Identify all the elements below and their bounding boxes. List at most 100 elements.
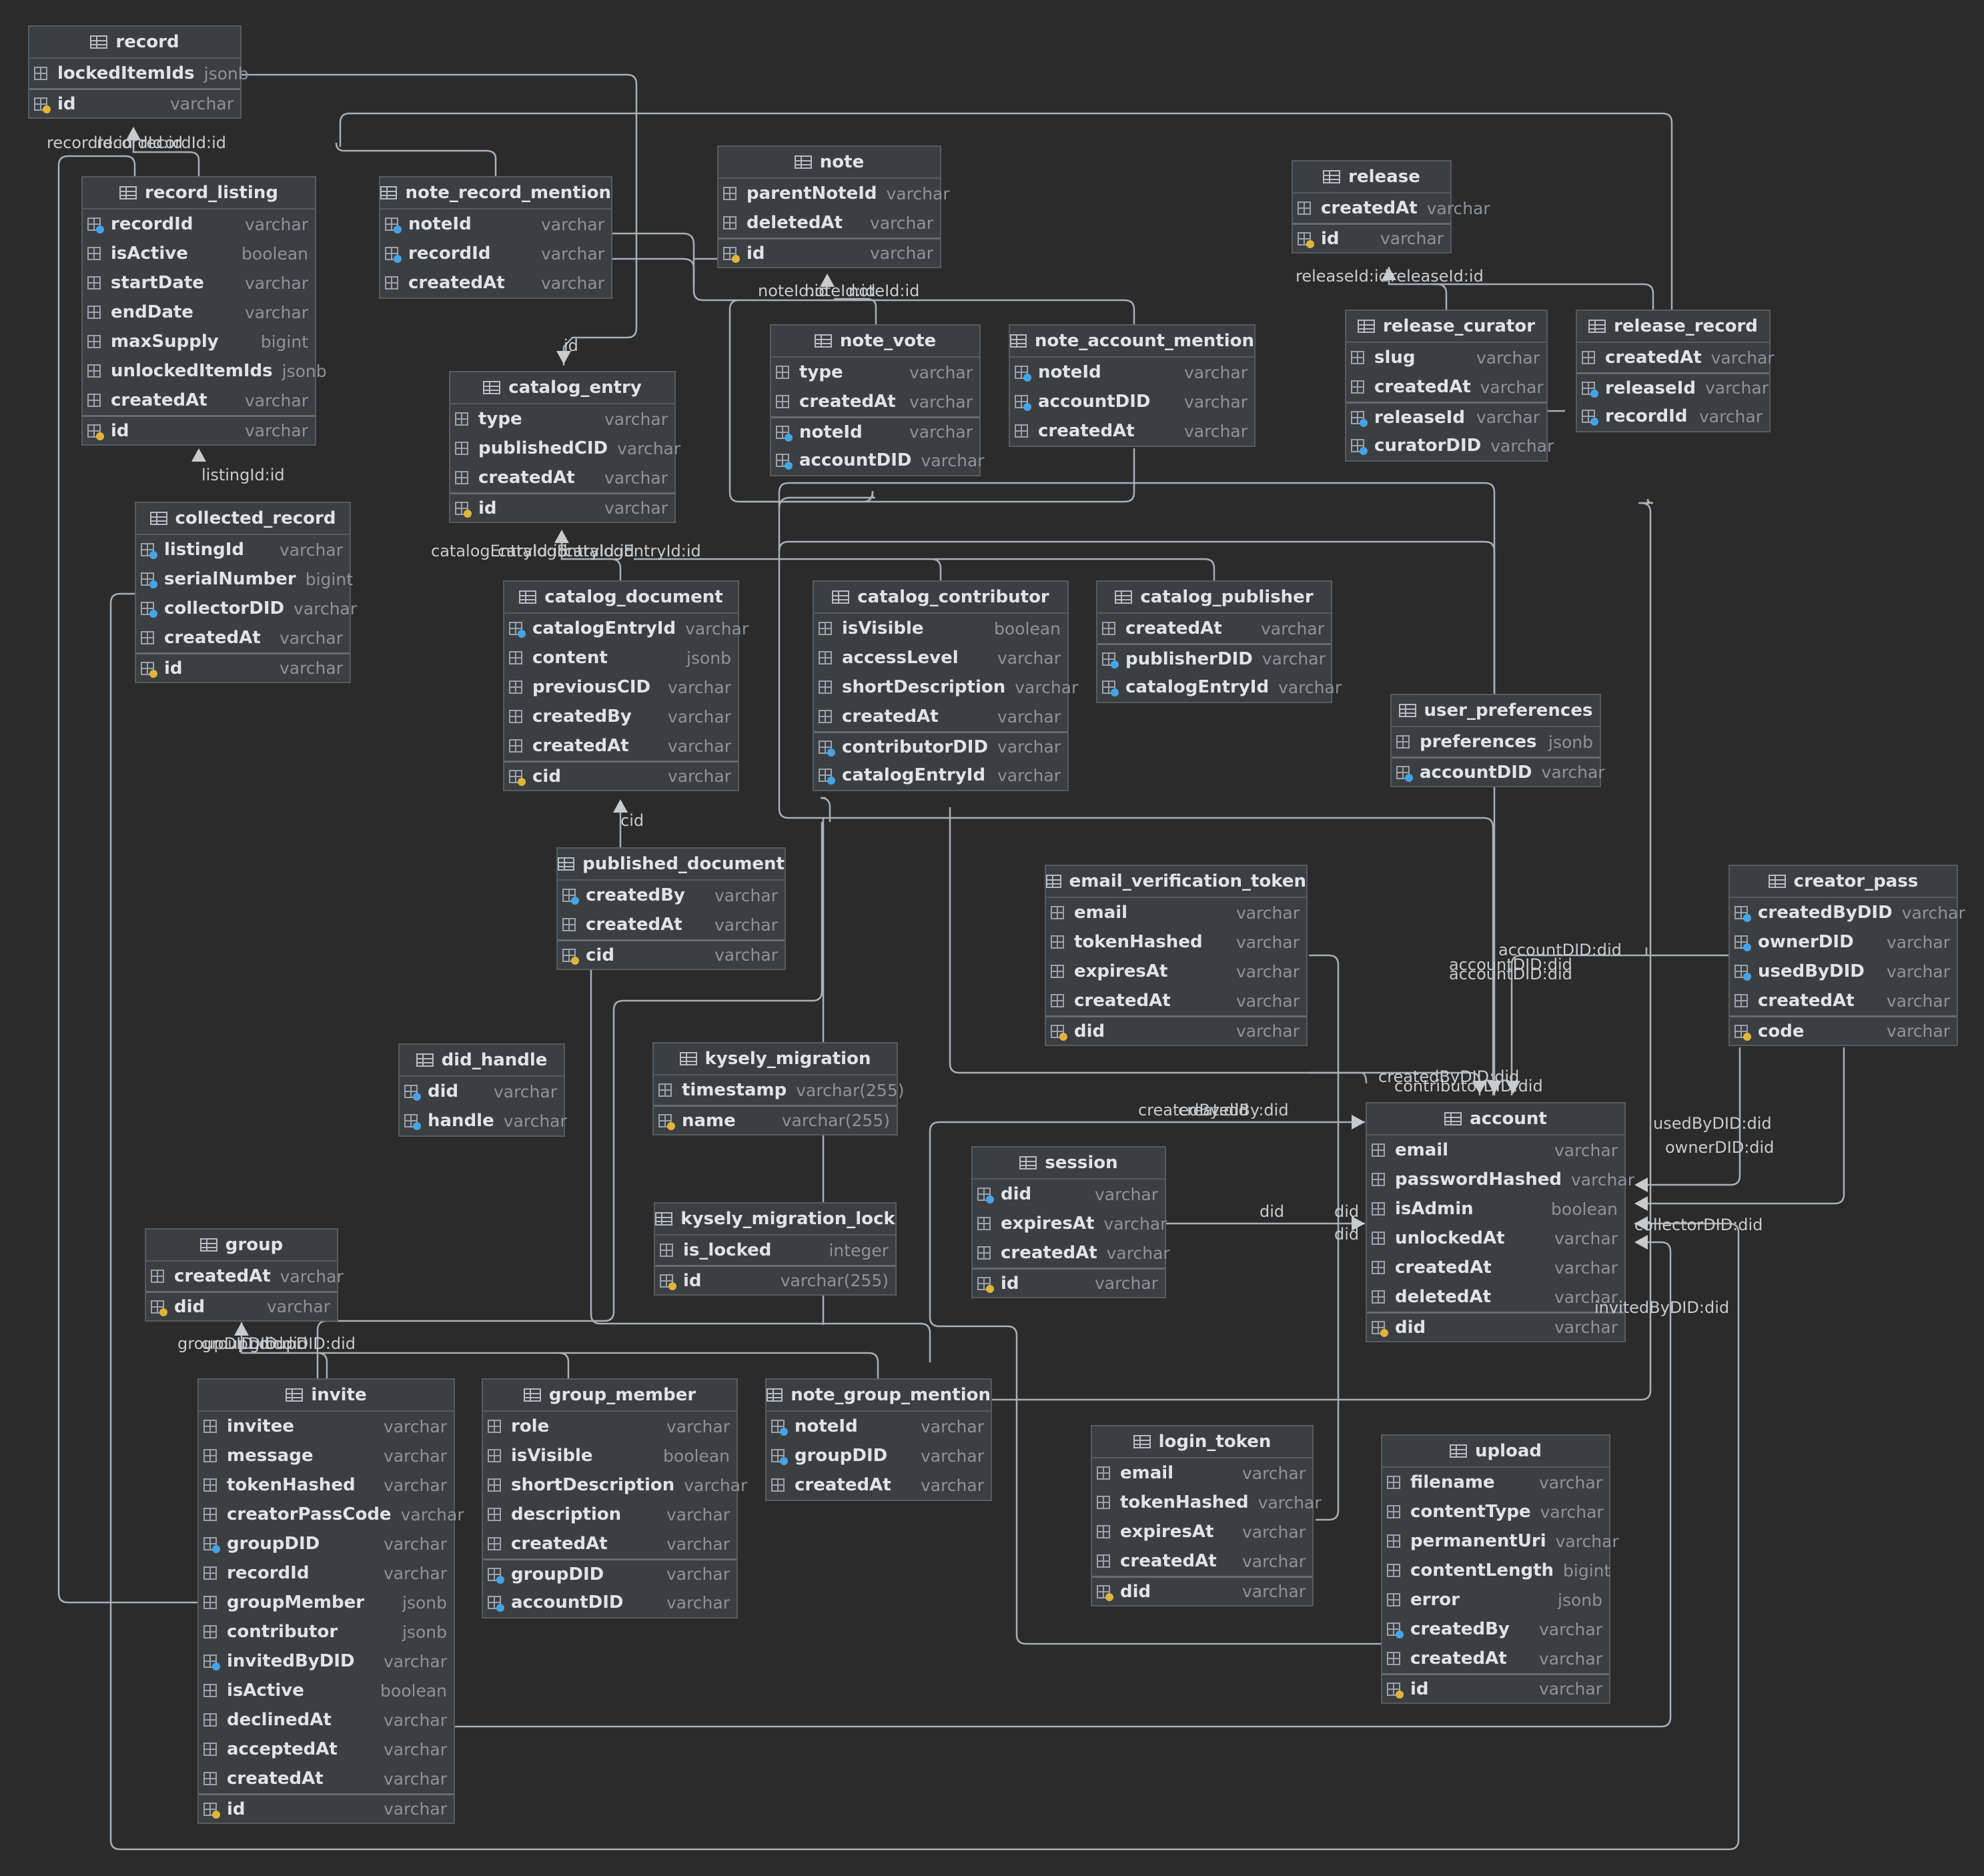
table-header[interactable]: account <box>1367 1103 1624 1135</box>
table-header[interactable]: catalog_document <box>504 582 738 614</box>
table-header[interactable]: did_handle <box>400 1045 564 1077</box>
table-header[interactable]: upload <box>1382 1436 1609 1468</box>
table-header[interactable]: release_record <box>1577 311 1769 343</box>
table-header[interactable]: note <box>718 147 940 179</box>
table-header[interactable]: record <box>29 27 240 59</box>
table-header[interactable]: kysely_migration_lock <box>655 1204 895 1236</box>
table-header[interactable]: collected_record <box>136 503 350 535</box>
table-header[interactable]: published_document <box>558 849 785 881</box>
table-header[interactable]: note_group_mention <box>767 1380 991 1412</box>
table-header[interactable]: catalog_publisher <box>1097 582 1331 614</box>
table-header[interactable]: group <box>146 1230 337 1262</box>
table-header[interactable]: kysely_migration <box>654 1043 897 1075</box>
table-header[interactable]: group_member <box>483 1380 736 1412</box>
